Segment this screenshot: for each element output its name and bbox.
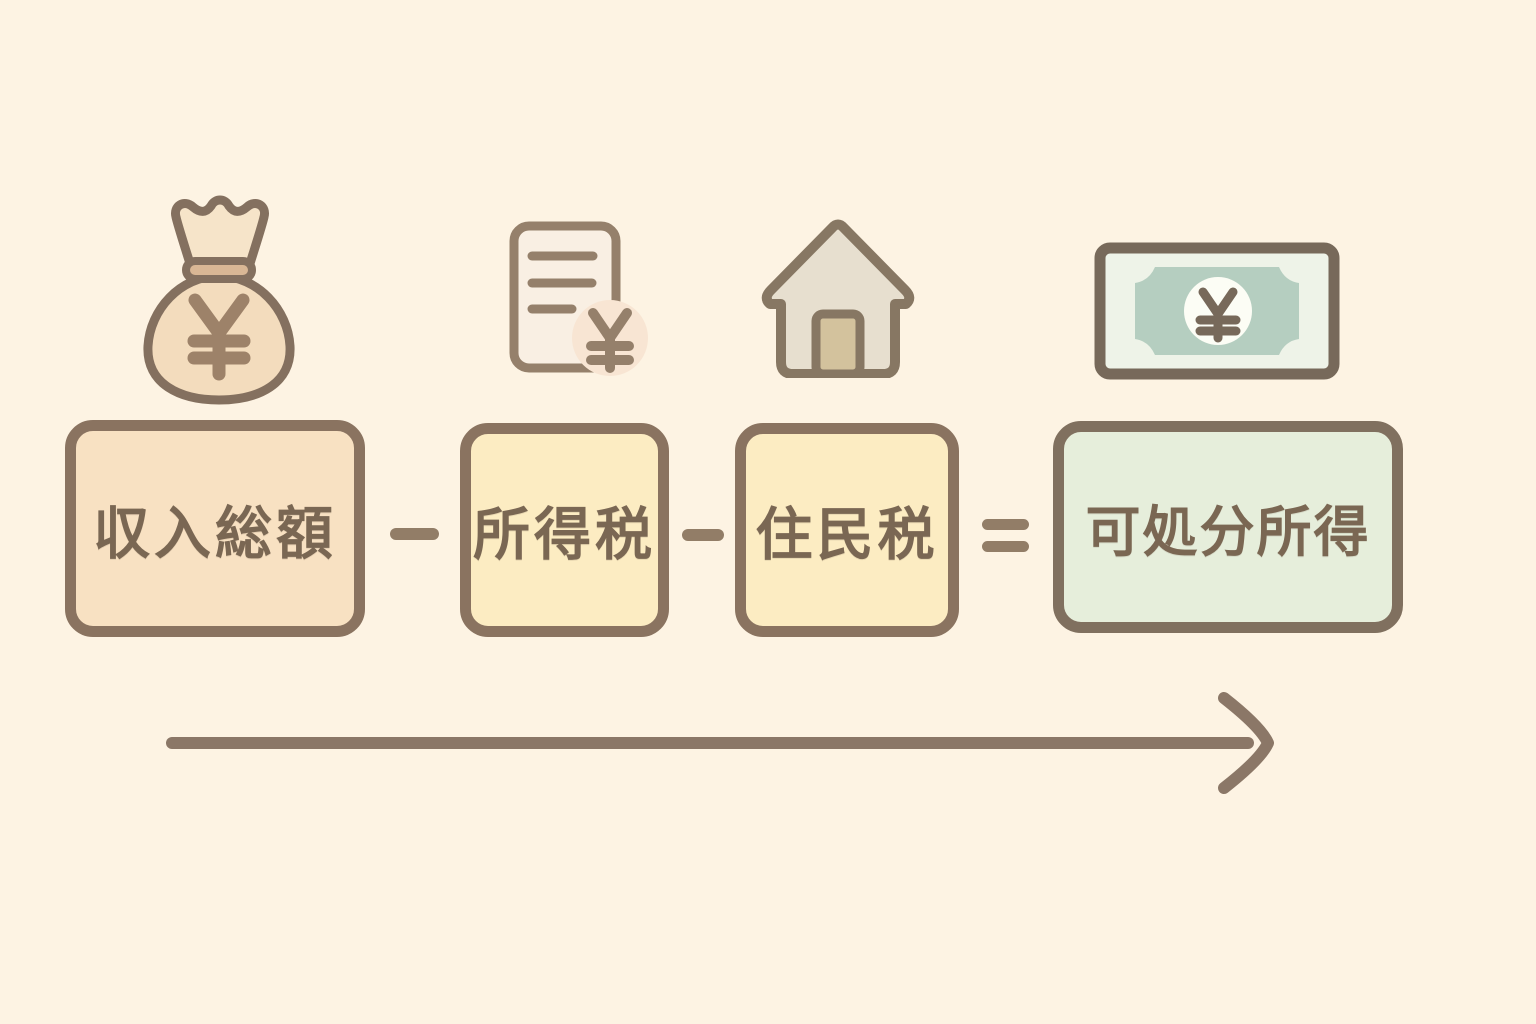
yen-symbol [1195,287,1241,343]
arrow-head [1218,692,1274,794]
equals-operator-top-bar [982,519,1029,530]
resident-tax-box: 住民税 [735,423,959,637]
yen-symbol [187,293,251,381]
income-total-box: 収入総額 [65,420,365,637]
tax-document-icon [509,221,648,376]
banknote-icon [1094,242,1340,380]
equals-operator-bottom-bar [982,541,1029,552]
yen-symbol [586,308,634,373]
flow-arrow [166,692,1274,794]
minus-operator-1 [390,528,439,540]
minus-operator-2 [682,529,724,541]
money-bag-knot [171,195,269,275]
document-text-lines [527,251,598,314]
disposable-income-box: 可処分所得 [1053,421,1403,633]
disposable-income-label: 可処分所得 [1085,501,1371,563]
house-outline [761,219,915,378]
resident-tax-label: 住民税 [755,503,939,567]
house-door [811,309,865,378]
income-total-label: 収入総額 [93,501,337,566]
house-icon [761,219,915,378]
income-tax-box: 所得税 [460,423,669,637]
money-bag-tie [182,257,256,283]
money-bag-icon [143,195,295,405]
income-tax-label: 所得税 [473,503,656,567]
